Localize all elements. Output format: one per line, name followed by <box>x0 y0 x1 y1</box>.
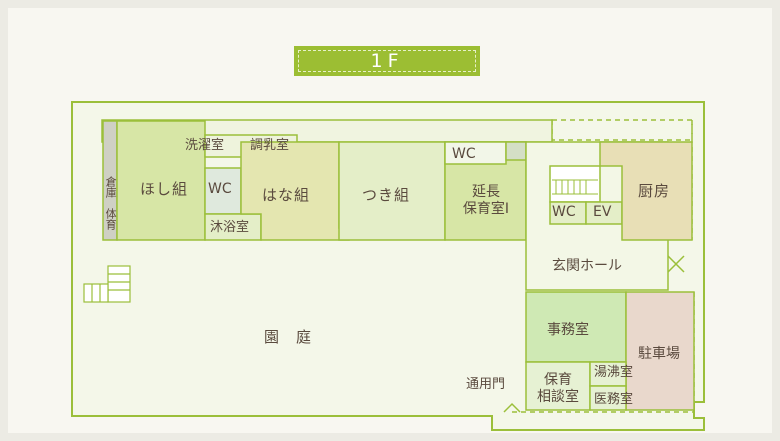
label-office: 事務室 <box>547 322 589 338</box>
label-consult-line1: 保育 <box>544 372 572 388</box>
room-hoshi <box>116 120 206 241</box>
label-wc-1: WC <box>208 181 232 197</box>
label-extended-care-line1: 延長 <box>472 184 500 200</box>
label-wc-3: WC <box>552 204 576 220</box>
label-kitchen: 厨房 <box>638 182 671 200</box>
service-gate-icon <box>503 402 521 413</box>
room-tsuki <box>338 141 446 241</box>
label-laundry: 洗濯室 <box>185 138 225 153</box>
floor-label-banner: 1F <box>294 46 480 76</box>
stairs-right <box>549 165 601 203</box>
stairs-left <box>83 265 131 303</box>
label-service-gate: 通用門 <box>466 377 506 392</box>
label-consult: 保育 相談室 <box>530 372 586 406</box>
label-gym: 体育 <box>104 208 118 230</box>
label-parking: 駐車場 <box>638 346 680 362</box>
room-consult <box>525 361 591 411</box>
label-consult-line2: 相談室 <box>537 388 579 405</box>
label-elevator: EV <box>593 204 612 220</box>
label-wc-2: WC <box>452 146 476 162</box>
label-medical-room: 医務室 <box>594 392 634 407</box>
label-storage: 倉庫 <box>104 176 118 198</box>
label-garden: 園 庭 <box>264 328 313 346</box>
label-boiling-room: 湯沸室 <box>594 365 634 380</box>
label-extended-care-line2: 保育室Ⅰ <box>462 200 510 217</box>
label-milk-prep: 調乳室 <box>250 138 290 153</box>
stair-steps-right <box>552 179 598 195</box>
room-kitchen <box>599 141 693 241</box>
label-tsuki: つき組 <box>362 186 411 204</box>
label-hoshi: ほし組 <box>140 180 189 198</box>
room-wc-2-small <box>505 141 527 161</box>
label-hana: はな組 <box>262 186 311 204</box>
room-wc-1 <box>204 167 242 215</box>
room-medical <box>589 385 627 411</box>
label-extended-care: 延長 保育室Ⅰ <box>454 184 518 218</box>
label-entrance-hall: 玄関ホール <box>552 258 622 274</box>
area-parking <box>625 291 695 411</box>
label-bath: 沐浴室 <box>210 220 250 235</box>
entrance-door-icon <box>667 255 685 273</box>
room-office <box>525 291 627 363</box>
